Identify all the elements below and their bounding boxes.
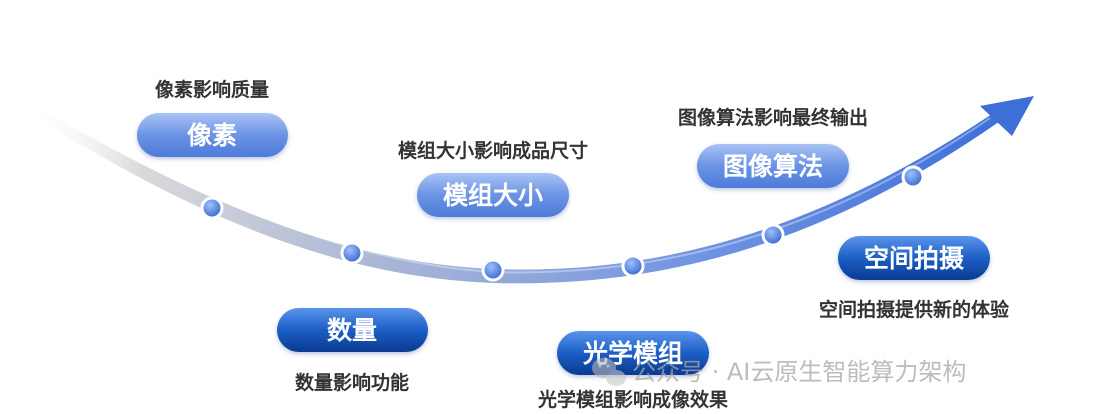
caption-pixels: 像素影响质量 (155, 78, 269, 101)
caption-image-algorithm: 图像算法影响最终输出 (678, 106, 868, 129)
stage-module-size: 模组大小影响成品尺寸 模组大小 (398, 139, 588, 217)
pill-quantity (277, 308, 428, 352)
watermark-text: 公众号 · AI云原生智能算力架构 (632, 358, 966, 386)
label-image-algorithm: 图像算法 (723, 152, 823, 181)
node-spatial-capture (901, 165, 925, 189)
wechat-icon (592, 358, 626, 386)
curve-band (24, 102, 1003, 284)
watermark: 公众号 · AI云原生智能算力架构 (592, 358, 966, 386)
caption-optical-module: 光学模组影响成像效果 (537, 388, 728, 411)
curve-nodes (200, 165, 925, 282)
label-module-size: 模组大小 (443, 181, 543, 210)
caption-spatial-capture: 空间拍摄提供新的体验 (819, 298, 1010, 321)
stage-spatial-capture: 空间拍摄 空间拍摄提供新的体验 (819, 236, 1010, 321)
node-pixels (200, 196, 224, 220)
node-image-algorithm (761, 223, 785, 247)
node-module-size (481, 258, 505, 282)
stage-image-algorithm: 图像算法影响最终输出 图像算法 (678, 106, 868, 188)
caption-module-size: 模组大小影响成品尺寸 (398, 139, 588, 162)
caption-quantity: 数量影响功能 (295, 371, 409, 394)
pill-pixels (137, 113, 288, 157)
stage-pixels: 像素影响质量 像素 (137, 78, 288, 157)
pill-image-algorithm (697, 144, 849, 188)
label-quantity: 数量 (327, 316, 377, 345)
pill-module-size (417, 173, 569, 217)
pill-spatial-capture (838, 236, 990, 280)
node-quantity (340, 241, 364, 265)
stage-quantity: 数量 数量影响功能 (277, 308, 428, 394)
node-optical-module (621, 254, 645, 278)
label-spatial-capture: 空间拍摄 (864, 244, 965, 273)
label-pixels: 像素 (187, 121, 237, 150)
arrow-head-icon (980, 96, 1034, 136)
